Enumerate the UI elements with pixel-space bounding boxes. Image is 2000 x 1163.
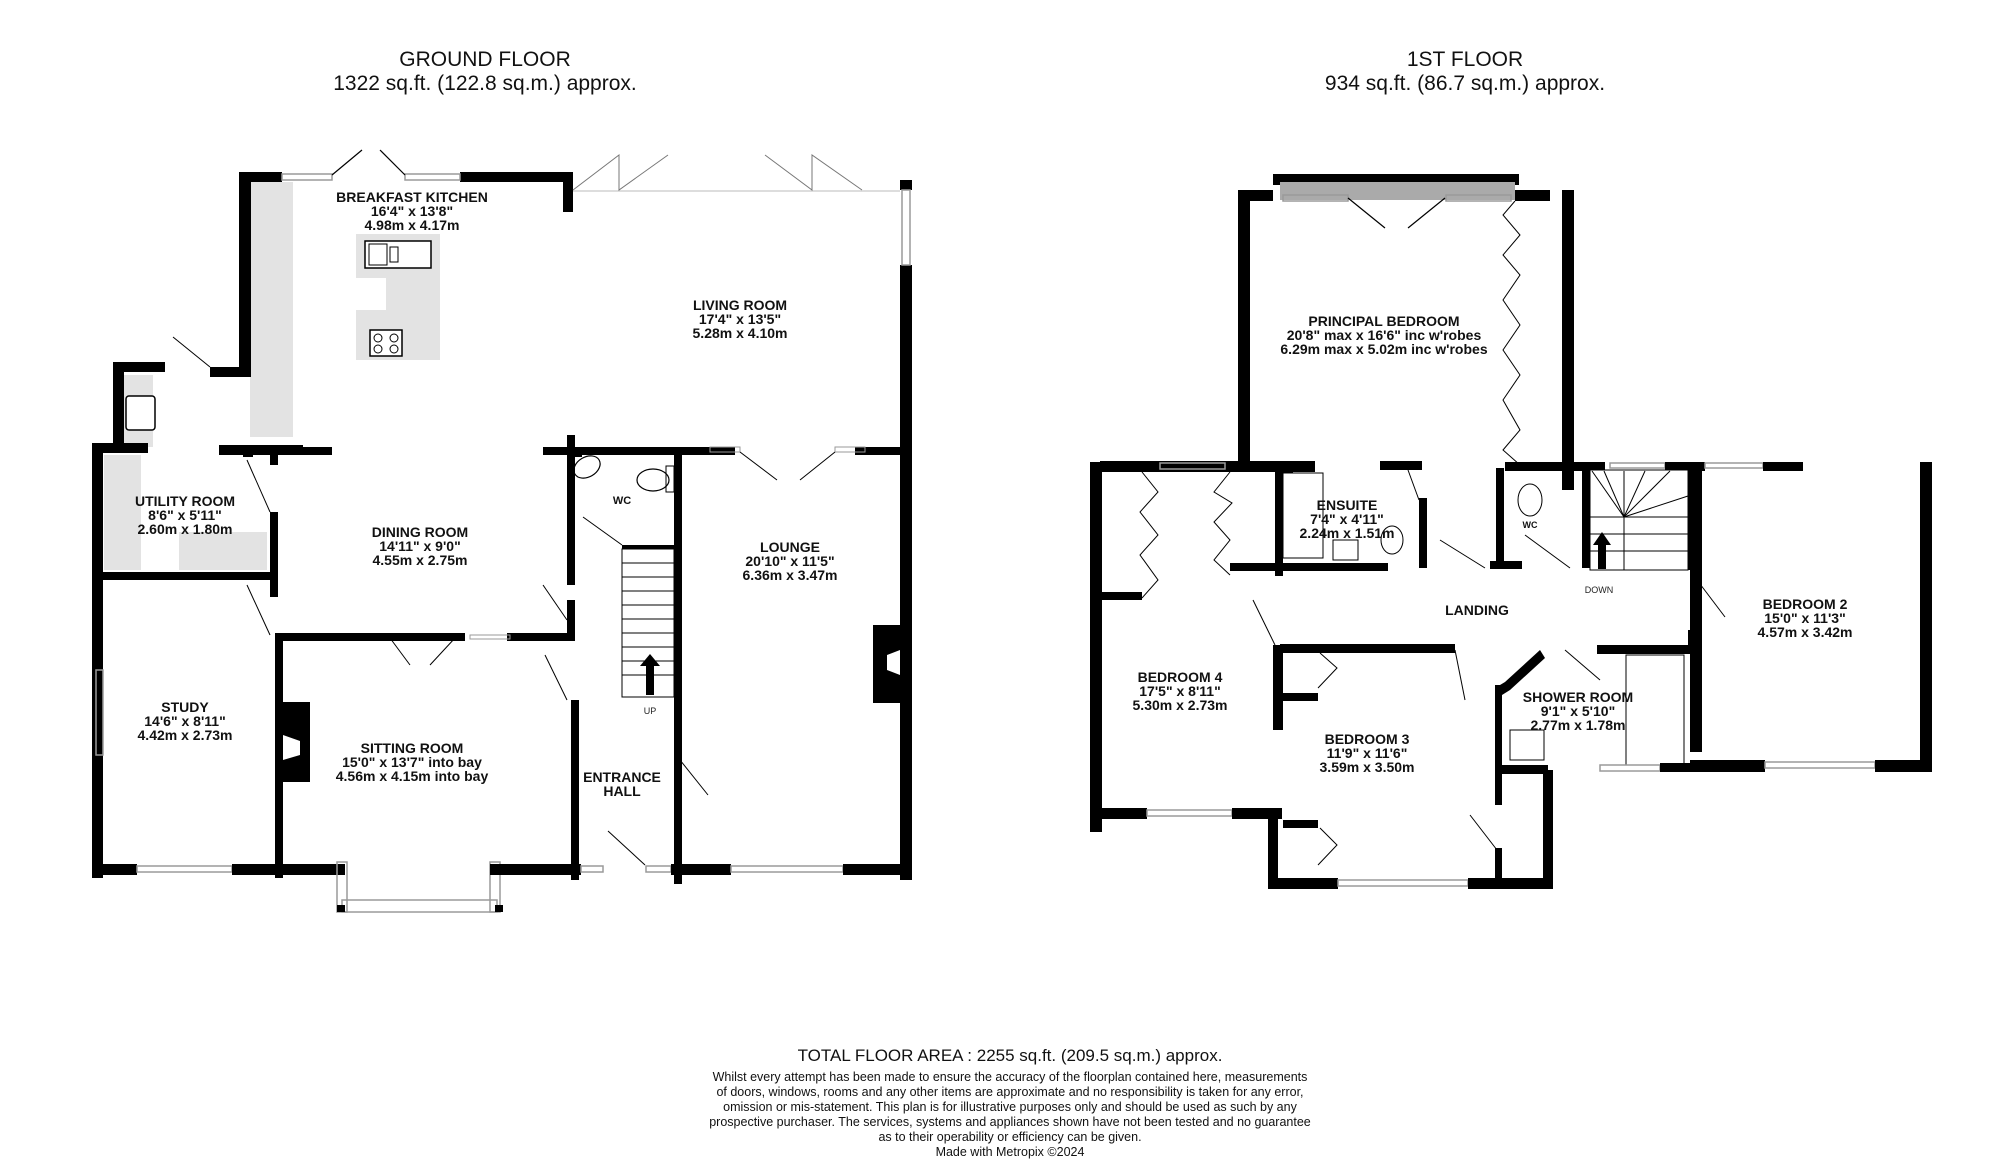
room-shower-room: SHOWER ROOM 9'1" x 5'10" 2.77m x 1.78m [1523,690,1633,732]
room-name-line2: HALL [603,783,641,799]
room-imperial: 8'6" x 5'11" [148,507,222,523]
room-name: BEDROOM 4 [1137,669,1223,685]
room-metric: 4.98m x 4.17m [364,217,460,233]
disclaimer: Whilst every attempt has been made to en… [660,1070,1360,1160]
room-entrance-hall: ENTRANCE HALL [583,770,661,798]
first-floor-title: 1ST FLOOR [1406,48,1524,71]
room-principal-bedroom: PRINCIPAL BEDROOM 20'8" max x 16'6" inc … [1280,314,1487,356]
room-imperial: 16'4" x 13'8" [370,203,454,219]
first-floor-header: 1ST FLOOR 934 sq.ft. (86.7 sq.m.) approx… [1280,48,1650,96]
room-name: PRINCIPAL BEDROOM [1308,313,1460,329]
room-imperial: 7'4" x 4'11" [1310,511,1384,527]
room-imperial: 20'8" max x 16'6" inc w'robes [1286,327,1482,343]
disclaimer-line: of doors, windows, rooms and any other i… [716,1085,1304,1099]
room-metric: 4.56m x 4.15m into bay [335,768,489,784]
room-name: LIVING ROOM [692,297,788,313]
disclaimer-line: omission or mis-statement. This plan is … [723,1100,1297,1114]
room-name: LOUNGE [760,539,820,555]
room-metric: 5.28m x 4.10m [692,325,788,341]
room-living-room: LIVING ROOM 17'4" x 13'5" 5.28m x 4.10m [693,298,788,340]
room-name: DINING ROOM [371,524,469,540]
landing-label: LANDING [1445,602,1509,618]
room-imperial: 9'1" x 5'10" [1540,703,1616,719]
room-sitting-room: SITTING ROOM 15'0" x 13'7" into bay 4.56… [336,741,489,783]
room-breakfast-kitchen: BREAKFAST KITCHEN 16'4" x 13'8" 4.98m x … [336,190,488,232]
room-study: STUDY 14'6" x 8'11" 4.42m x 2.73m [138,700,233,742]
ground-stairs-up-label: UP [643,706,657,716]
room-ensuite: ENSUITE 7'4" x 4'11" 2.24m x 1.51m [1300,498,1395,540]
room-name: ENSUITE [1316,497,1378,513]
room-metric: 4.42m x 2.73m [137,727,233,743]
room-name: BEDROOM 3 [1324,731,1410,747]
ground-wc-label: WC [612,495,632,507]
room-bedroom-4: BEDROOM 4 17'5" x 8'11" 5.30m x 2.73m [1133,670,1228,712]
room-imperial: 17'4" x 13'5" [698,311,782,327]
room-imperial: 14'6" x 8'11" [144,713,226,729]
room-name: ENTRANCE [583,769,661,785]
room-name: SHOWER ROOM [1522,689,1634,705]
room-metric: 3.59m x 3.50m [1319,759,1415,775]
room-name: STUDY [161,699,209,715]
room-utility-room: UTILITY ROOM 8'6" x 5'11" 2.60m x 1.80m [135,494,235,536]
room-imperial: 14'11" x 9'0" [379,538,461,554]
room-name: SITTING ROOM [360,740,464,756]
room-name: UTILITY ROOM [134,493,236,509]
metropix-credit: Made with Metropix ©2024 [935,1145,1085,1159]
room-metric: 2.60m x 1.80m [137,521,233,537]
room-metric: 6.36m x 3.47m [742,567,838,583]
room-name: BEDROOM 2 [1762,596,1848,612]
disclaimer-line: Whilst every attempt has been made to en… [712,1070,1308,1084]
total-floor-area: TOTAL FLOOR AREA : 2255 sq.ft. (209.5 sq… [797,1046,1223,1065]
ground-floor-title: GROUND FLOOR [399,48,571,71]
room-lounge: LOUNGE 20'10" x 11'5" 6.36m x 3.47m [743,540,838,582]
disclaimer-line: as to their operability or efficiency ca… [878,1130,1142,1144]
room-imperial: 20'10" x 11'5" [745,553,835,569]
room-bedroom-3: BEDROOM 3 11'9" x 11'6" 3.59m x 3.50m [1320,732,1415,774]
room-metric: 4.57m x 3.42m [1757,624,1853,640]
room-name: BREAKFAST KITCHEN [336,189,488,205]
room-imperial: 17'5" x 8'11" [1139,683,1221,699]
room-metric: 5.30m x 2.73m [1132,697,1228,713]
room-metric: 4.55m x 2.75m [372,552,468,568]
room-imperial: 15'0" x 11'3" [1764,610,1846,626]
first-floor-plan [1090,174,1932,889]
room-metric: 6.29m max x 5.02m inc w'robes [1280,341,1488,357]
room-metric: 2.77m x 1.78m [1530,717,1626,733]
footer: TOTAL FLOOR AREA : 2255 sq.ft. (209.5 sq… [660,1046,1360,1160]
room-dining-room: DINING ROOM 14'11" x 9'0" 4.55m x 2.75m [372,525,468,567]
disclaimer-line: prospective purchaser. The services, sys… [709,1115,1311,1129]
ground-floor-header: GROUND FLOOR 1322 sq.ft. (122.8 sq.m.) a… [290,48,680,96]
first-floor-area: 934 sq.ft. (86.7 sq.m.) approx. [1324,72,1606,95]
ground-floor-plan [92,149,912,913]
room-imperial: 11'9" x 11'6" [1326,745,1408,761]
room-bedroom-2: BEDROOM 2 15'0" x 11'3" 4.57m x 3.42m [1758,597,1853,639]
first-stairs-down-label: DOWN [1584,585,1614,595]
first-wc-label: WC [1522,520,1538,530]
room-metric: 2.24m x 1.51m [1299,525,1395,541]
room-imperial: 15'0" x 13'7" into bay [342,754,482,770]
ground-floor-area: 1322 sq.ft. (122.8 sq.m.) approx. [333,72,637,95]
